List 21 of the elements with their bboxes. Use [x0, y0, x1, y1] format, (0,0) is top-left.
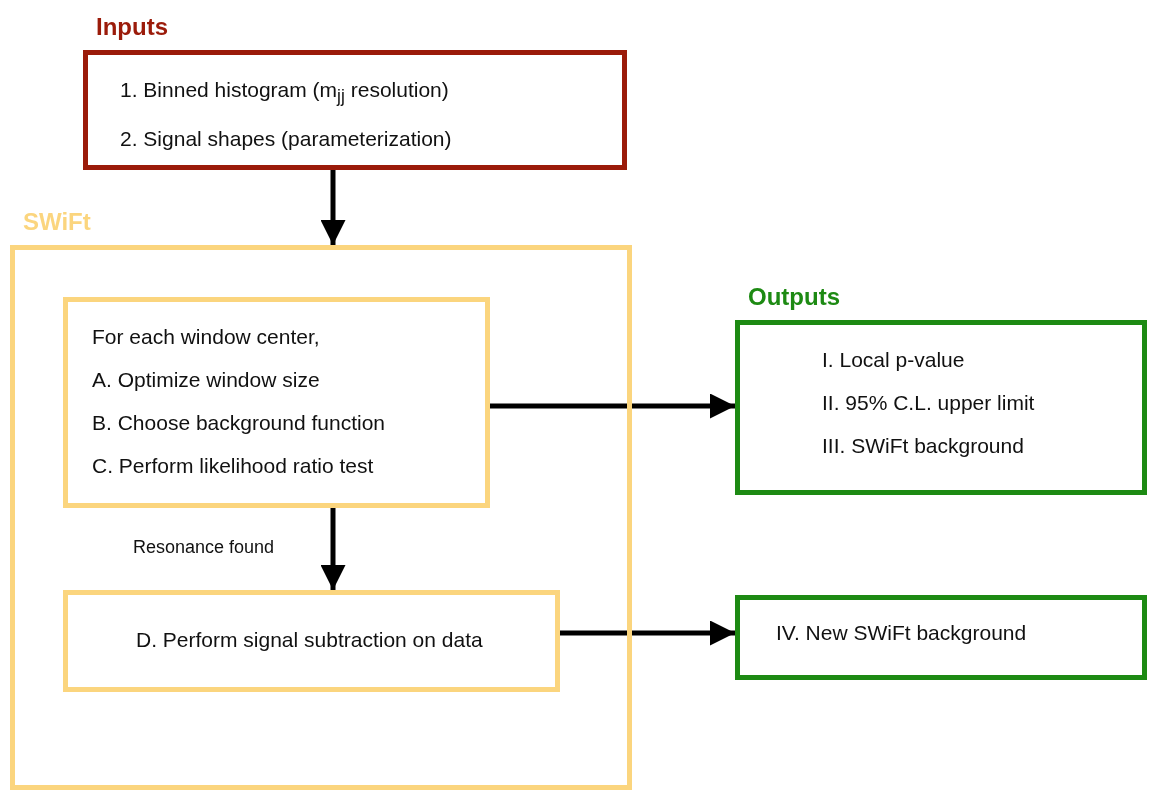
- box-heading: Inputs: [96, 13, 168, 41]
- list-item: 2. Signal shapes (parameterization): [120, 128, 452, 151]
- list-item: For each window center,: [92, 326, 321, 348]
- list-item: III. SWiFt background: [822, 435, 1025, 457]
- list-item: B. Choose background function: [92, 412, 386, 434]
- list-item: 1. Binned histogram (m$_{jj}$ resolution): [120, 79, 450, 108]
- arrow: [490, 393, 735, 419]
- arrow: [560, 620, 735, 646]
- list-item: II. 95% C.L. upper limit: [822, 392, 1035, 414]
- box-heading: SWiFt: [23, 208, 91, 236]
- list-item: I. Local p-value: [822, 349, 966, 371]
- box-heading: Outputs: [748, 283, 840, 311]
- process-box: [63, 297, 490, 508]
- list-item: IV. New SWiFt background: [776, 622, 1027, 644]
- list-item: A. Optimize window size: [92, 369, 321, 391]
- list-item: D. Perform signal subtraction on data: [136, 629, 483, 651]
- arrow: [320, 508, 346, 590]
- group-box: [735, 595, 1147, 680]
- process-box: [63, 590, 560, 692]
- arrow: [320, 170, 346, 245]
- list-item: C. Perform likelihood ratio test: [92, 455, 375, 477]
